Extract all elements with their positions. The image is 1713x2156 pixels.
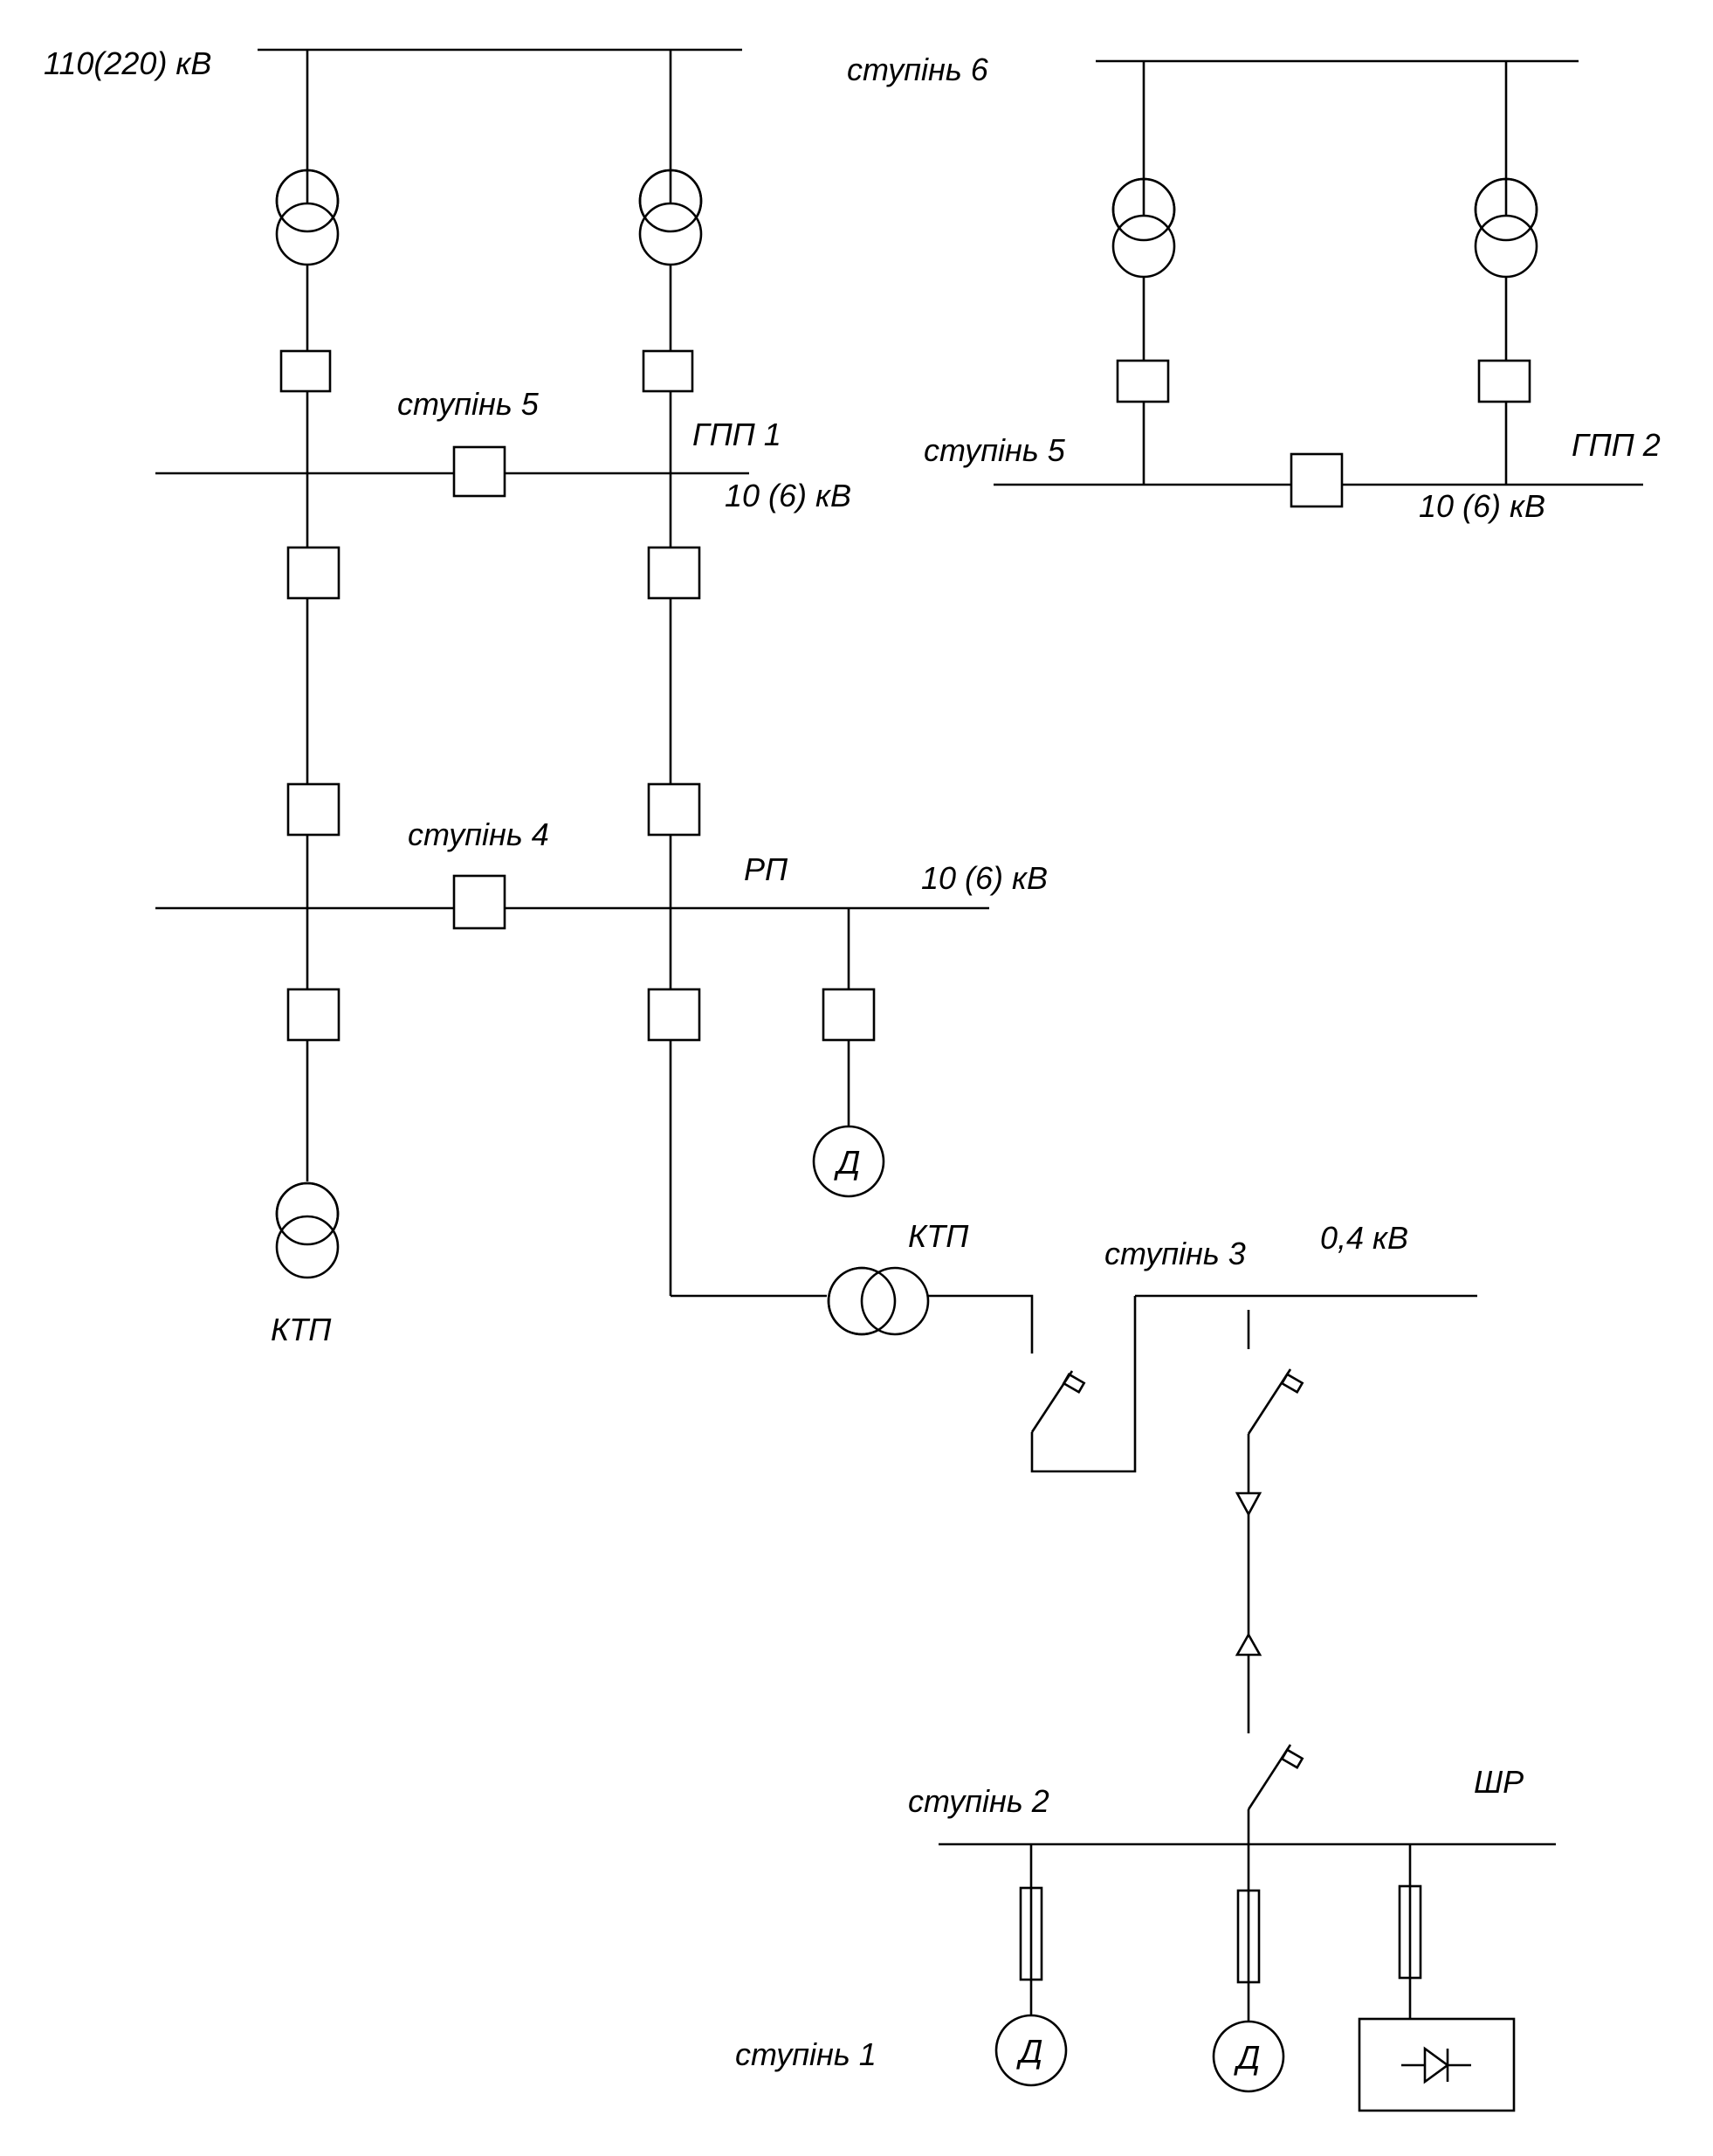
ktp-mid-label: КТП xyxy=(908,1218,969,1254)
rp-left-incoming-breaker xyxy=(286,782,341,837)
gpp2-right-transformer-winding-2 xyxy=(1474,214,1538,279)
rp-right-outgoing-breaker xyxy=(647,988,701,1042)
stage3-label: ступінь 3 xyxy=(1104,1236,1246,1271)
gpp1-label: ГПП 1 xyxy=(692,417,781,452)
motor-1 xyxy=(994,2014,1068,2087)
ktp-lv-output xyxy=(928,1294,1034,1354)
gpp2-left-transformer-winding-1-arc xyxy=(1111,177,1176,242)
motor-2-label: Д xyxy=(1234,2040,1261,2077)
stage5-right-label: ступінь 5 xyxy=(924,432,1066,468)
rp-motor xyxy=(812,1125,885,1198)
gpp1-group: 110(220) кВ ступінь 5 ГПП 1 10 (6) кВ xyxy=(44,45,851,1296)
gpp2-group: ступінь 6 ступінь 5 ГПП 2 10 (6) кВ xyxy=(847,52,1661,524)
gpp2-right-breaker xyxy=(1477,359,1531,403)
gpp1-voltage-label: 10 (6) кВ xyxy=(725,478,851,513)
gpp2-left-transformer-winding-2 xyxy=(1111,214,1176,279)
gpp2-left-breaker xyxy=(1116,359,1170,403)
ktp-left-transformer-winding-1-arc xyxy=(275,1181,340,1246)
rp-label: РП xyxy=(744,851,788,887)
hv-label: 110(220) кВ xyxy=(44,45,211,81)
gpp1-bus-coupler xyxy=(452,445,506,498)
gpp2-voltage-label: 10 (6) кВ xyxy=(1419,488,1545,524)
rp-group: ступінь 4 РП 10 (6) кВ Д КТП xyxy=(155,816,1048,1347)
stage2-label: ступінь 2 xyxy=(908,1783,1049,1819)
shr-label: ШР xyxy=(1474,1764,1524,1800)
rp-right-incoming-breaker xyxy=(647,782,701,837)
ktp-left-transformer-winding-2 xyxy=(275,1215,340,1279)
gpp1-left-transformer-winding-1-arc xyxy=(275,169,340,233)
plug-connector-up xyxy=(1235,1632,1262,1657)
gpp1-right-transformer-winding-1-arc xyxy=(638,169,703,233)
lv-voltage-label: 0,4 кВ xyxy=(1320,1220,1408,1256)
shr-input-switch-arc-chute xyxy=(1280,1748,1304,1769)
ktp-mid-transformer-winding-1-arc xyxy=(827,1266,897,1336)
gpp2-bus-coupler xyxy=(1290,452,1344,508)
stage5-left-label: ступінь 5 xyxy=(397,386,540,422)
gpp1-right-breaker xyxy=(642,349,694,393)
rp-left-outgoing-breaker xyxy=(286,988,341,1042)
shr-group: ступінь 2 ШР Д Д ступінь 1 xyxy=(735,1764,1556,2112)
ktp-lv-group: КТП ступінь 3 0,4 кВ xyxy=(671,1218,1477,1844)
gpp2-label: ГПП 2 xyxy=(1572,427,1661,463)
motor-2 xyxy=(1212,2020,1285,2093)
ktp-left-label: КТП xyxy=(271,1312,332,1347)
gpp1-left-transformer-winding-2 xyxy=(275,202,340,266)
gpp1-left-breaker xyxy=(279,349,332,393)
gpp1-left-outgoing-breaker xyxy=(286,546,341,600)
motor-1-label: Д xyxy=(1016,2034,1043,2070)
plug-connector-down xyxy=(1235,1491,1262,1517)
stage1-label: ступінь 1 xyxy=(735,2036,877,2072)
rectifier-diode-icon xyxy=(1423,2046,1450,2084)
lv-feeder-switch-arc-chute xyxy=(1280,1373,1304,1394)
rp-motor-breaker xyxy=(822,988,876,1042)
gpp1-right-outgoing-breaker xyxy=(647,546,701,600)
stage6-label: ступінь 6 xyxy=(847,52,989,87)
ktp-incoming-switch-arc-chute xyxy=(1062,1373,1086,1394)
ktp-incoming-link xyxy=(1030,1296,1137,1473)
gpp2-right-transformer-winding-1-arc xyxy=(1474,177,1538,242)
rp-motor-label: Д xyxy=(834,1145,861,1181)
stage4-label: ступінь 4 xyxy=(408,816,549,852)
rp-bus-coupler xyxy=(452,874,506,930)
rp-voltage-label: 10 (6) кВ xyxy=(921,860,1048,896)
gpp1-right-transformer-winding-2 xyxy=(638,202,703,266)
